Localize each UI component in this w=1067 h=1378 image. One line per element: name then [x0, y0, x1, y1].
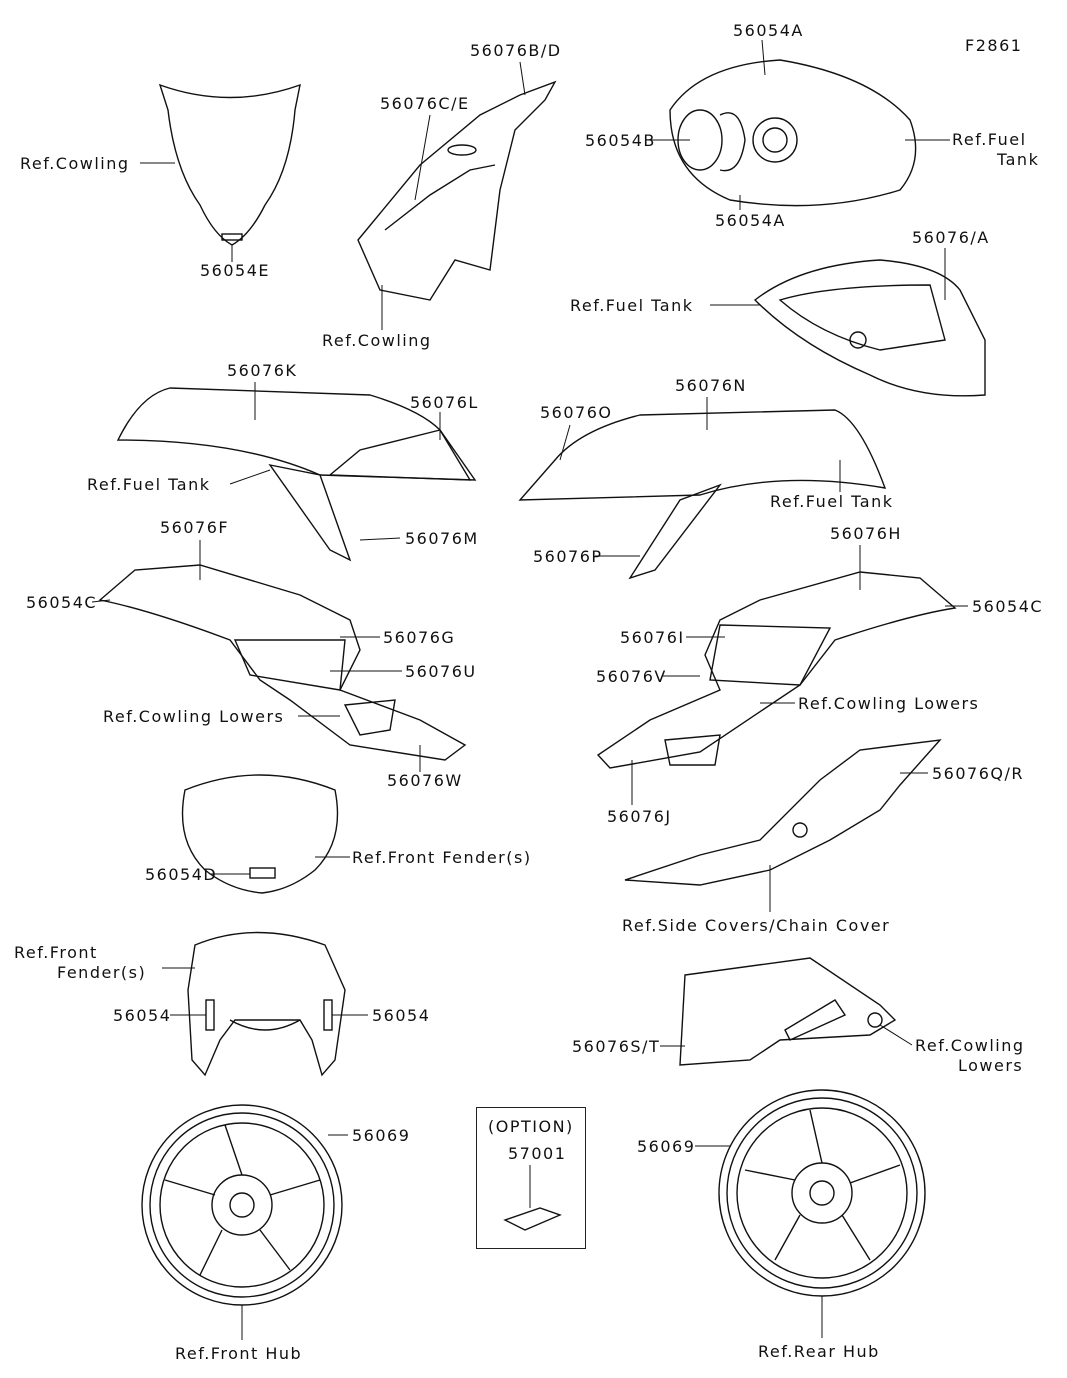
part-label: 56076Q/R — [932, 764, 1024, 783]
ref-label: Ref.Fuel Tank — [770, 492, 894, 511]
option-label: (OPTION) — [488, 1117, 574, 1136]
leader-lines — [91, 39, 968, 1340]
part-label: 56076U — [405, 662, 477, 681]
ref-label: Ref.Cowling — [20, 154, 130, 173]
ref-label: Ref.Fuel Tank — [87, 475, 211, 494]
ref-label: Ref.Cowling Lowers — [798, 694, 980, 713]
part-label: 56054 — [372, 1006, 431, 1025]
part-label: 56076V — [596, 667, 667, 686]
part-label: 56054B — [585, 131, 656, 150]
front-wheel-part — [141, 1104, 343, 1306]
tank-cover-right-part — [518, 409, 887, 580]
part-label: 56076W — [387, 771, 463, 790]
part-label: 56054D — [145, 865, 218, 884]
middle-cowling-left-part — [98, 564, 467, 761]
front-fender-front-part — [187, 931, 346, 1077]
part-label: 56076L — [410, 393, 479, 412]
ref-label: Ref.Fuel Tank — [570, 296, 694, 315]
part-label: 57001 — [508, 1144, 567, 1163]
part-label: 56069 — [637, 1137, 696, 1156]
ref-label: Tank — [997, 150, 1040, 169]
part-label: 56076O — [540, 403, 613, 422]
ref-label: Lowers — [958, 1056, 1024, 1075]
part-label: 56054A — [715, 211, 786, 230]
part-label: 56076G — [383, 628, 456, 647]
part-label: 56076H — [830, 524, 902, 543]
part-label: 56076N — [675, 376, 747, 395]
part-label: 56054C — [26, 593, 98, 612]
fuel-tank-part — [669, 59, 917, 207]
part-label: 56076M — [405, 529, 479, 548]
figure-code: F2861 — [965, 36, 1023, 55]
ref-label: Ref.Side Covers/Chain Cover — [622, 916, 891, 935]
part-label: 56076I — [620, 628, 685, 647]
ref-label: Ref.Front — [14, 943, 98, 962]
part-label: 56054 — [113, 1006, 172, 1025]
seat-cowling-part — [679, 957, 897, 1066]
part-label: 56076C/E — [380, 94, 470, 113]
part-label: 56076B/D — [470, 41, 562, 60]
ref-label: Ref.Rear Hub — [758, 1342, 880, 1361]
upper-cowling-part — [357, 80, 557, 301]
ref-label: Ref.Fuel — [952, 130, 1027, 149]
side-cover-part — [624, 739, 942, 886]
part-label: 56076J — [607, 807, 672, 826]
ref-label: Ref.Cowling — [322, 331, 432, 350]
front-fender-top-part — [181, 774, 339, 894]
ref-label: Ref.Front Hub — [175, 1344, 303, 1363]
part-label: 56054E — [200, 261, 271, 280]
ref-label: Ref.Cowling — [915, 1036, 1025, 1055]
option-box — [476, 1107, 586, 1249]
ref-label: Fender(s) — [57, 963, 147, 982]
part-label: 56069 — [352, 1126, 411, 1145]
windscreen-part — [158, 83, 301, 246]
part-label: 56076/A — [912, 228, 990, 247]
part-label: 56076K — [227, 361, 298, 380]
part-label: 56076S/T — [572, 1037, 661, 1056]
part-label: 56076F — [160, 518, 230, 537]
fuel-tank-side-part — [753, 259, 986, 397]
rear-wheel-part — [718, 1089, 926, 1297]
part-label: 56054A — [733, 21, 804, 40]
ref-label: Ref.Cowling Lowers — [103, 707, 285, 726]
ref-label: Ref.Front Fender(s) — [352, 848, 532, 867]
part-label: 56054C — [972, 597, 1044, 616]
part-label: 56076P — [533, 547, 603, 566]
clip-part — [503, 1207, 562, 1231]
